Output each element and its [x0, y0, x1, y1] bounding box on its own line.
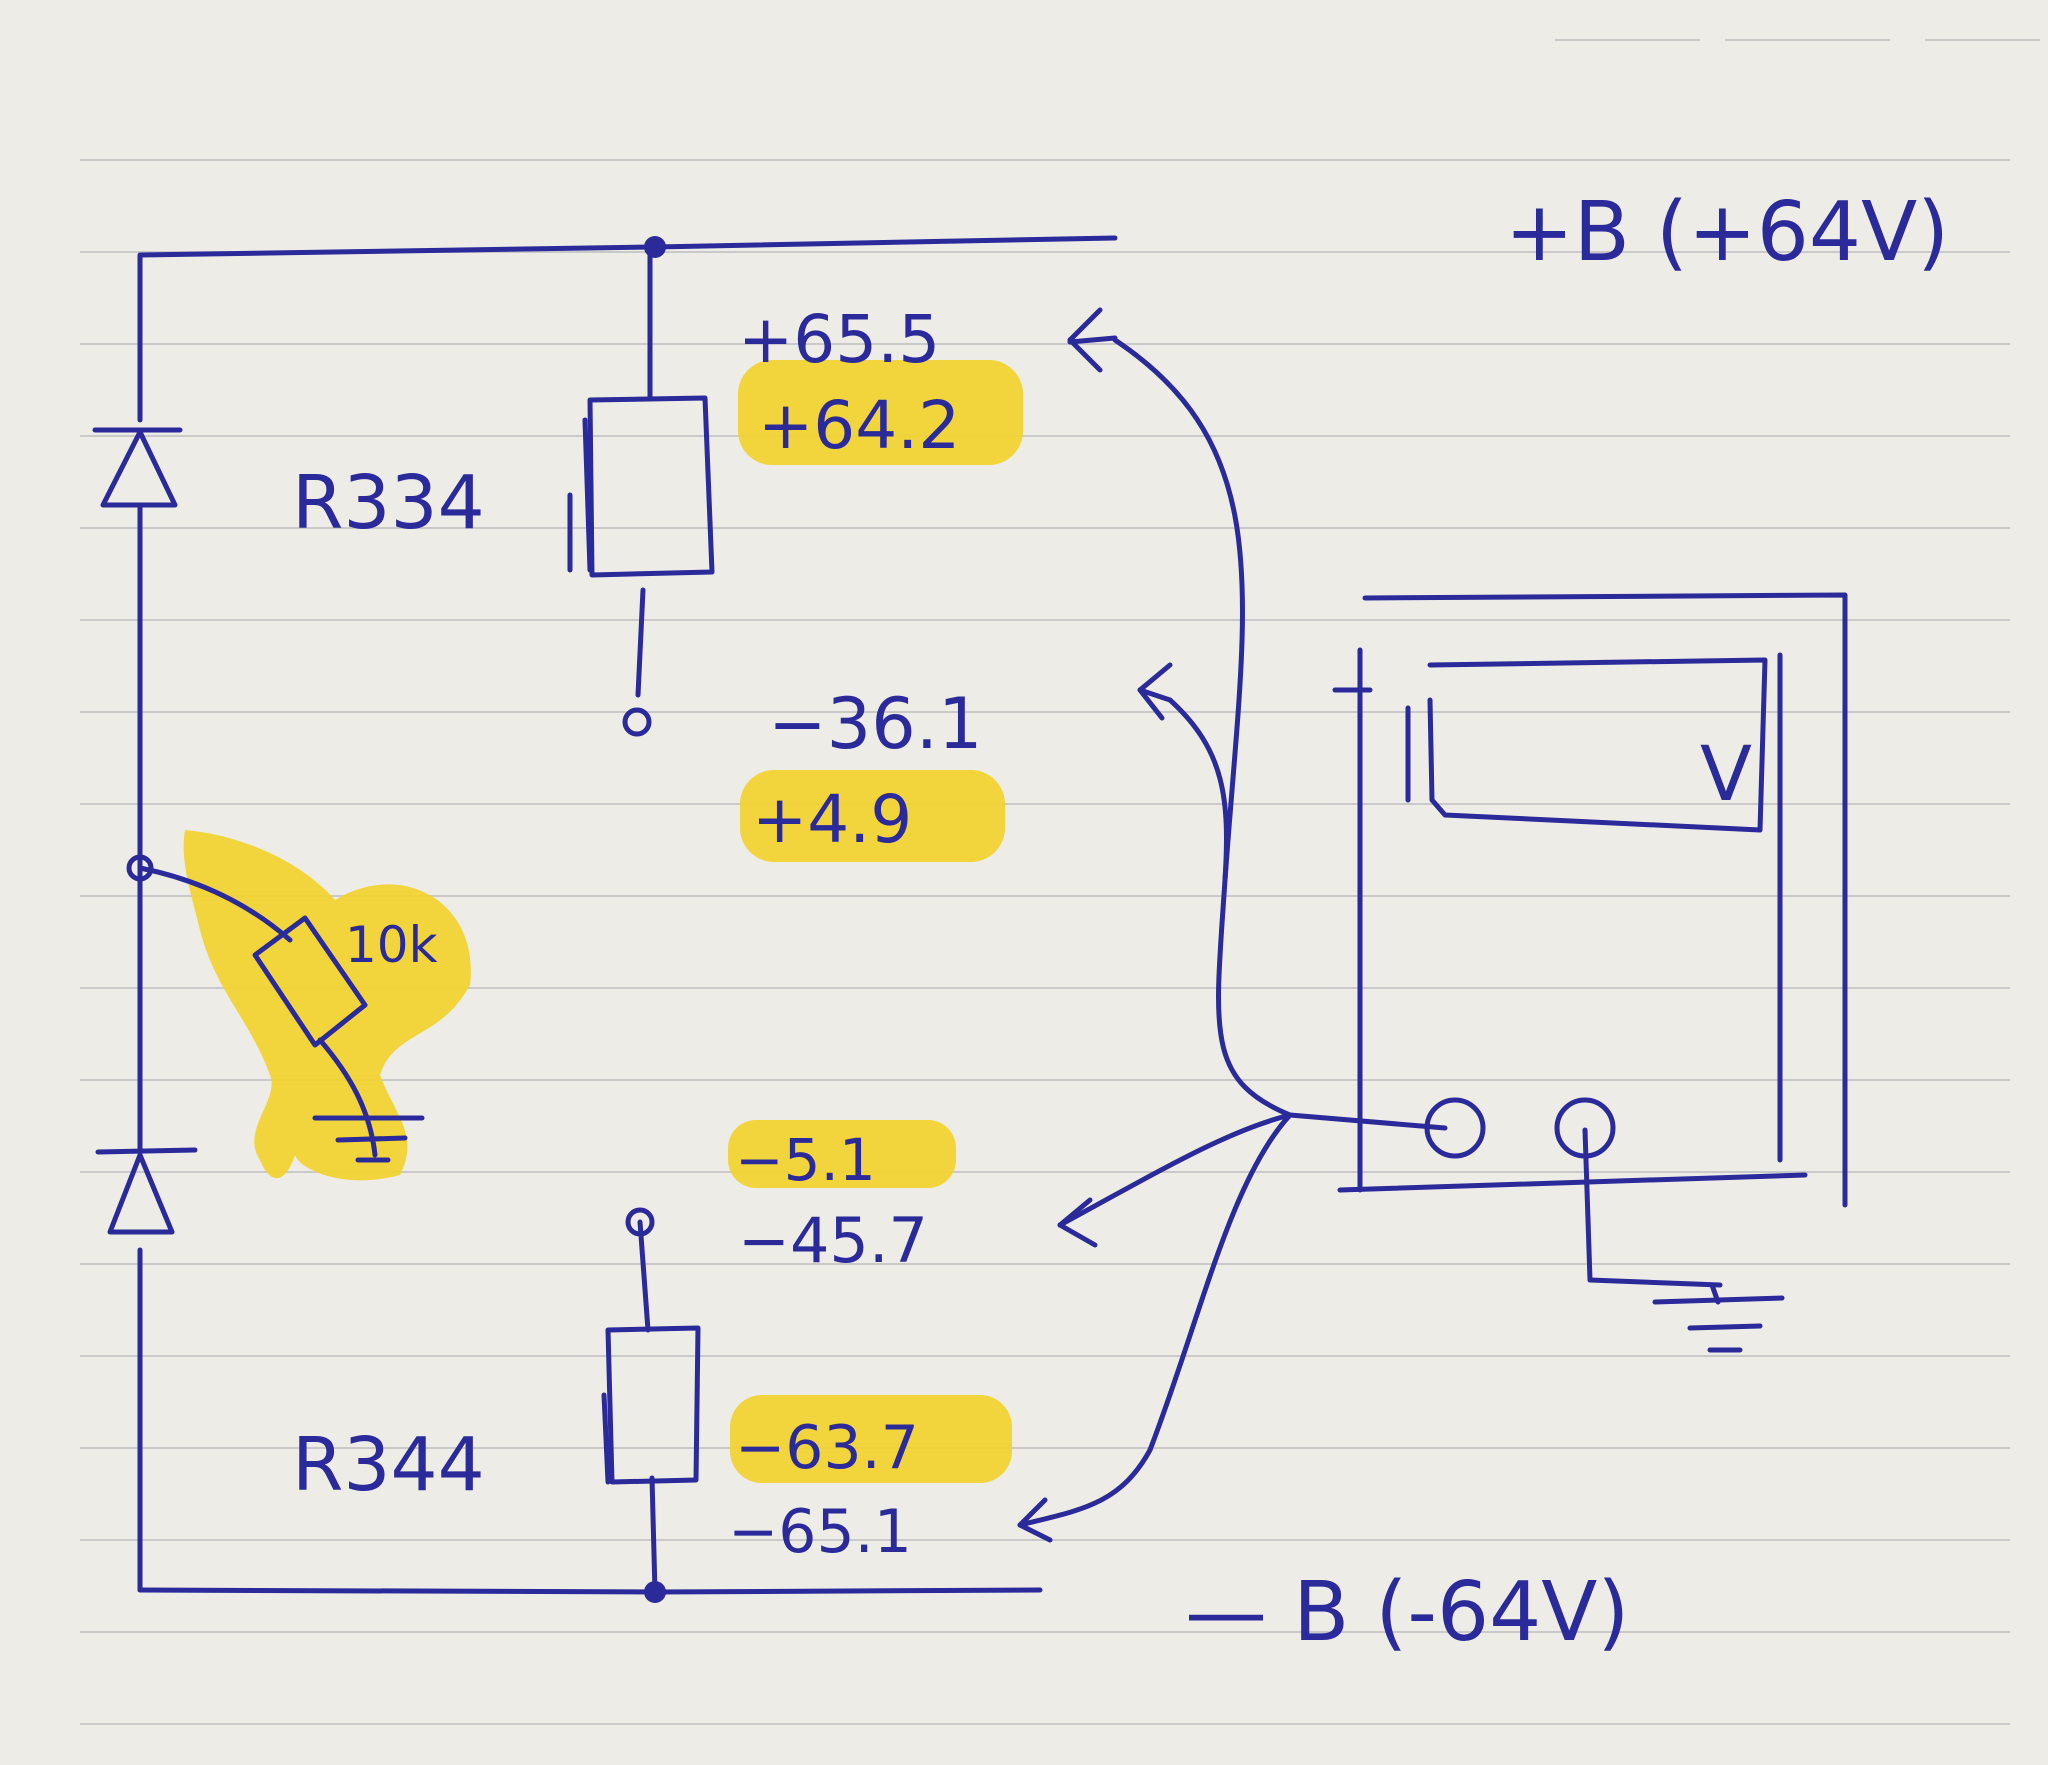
- resistor-r334-symbol: [567, 395, 715, 578]
- meter-case: [1362, 592, 1848, 1208]
- probe-line-4: [1017, 1112, 1293, 1528]
- ruled-lines: [80, 39, 2040, 1725]
- voltmeter: [1332, 592, 1848, 1353]
- reading-r344-top-after: −5.1: [735, 1126, 876, 1194]
- meter-display: [1427, 657, 1768, 833]
- meter-volt-symbol: V: [1700, 729, 1752, 818]
- diode-lower: [95, 1147, 198, 1235]
- reading-r344-bottom-before: −65.1: [728, 1497, 912, 1567]
- probe-line-2: [1167, 697, 1229, 883]
- r344-label: R344: [292, 1422, 485, 1508]
- highlight-pot: [183, 830, 471, 1181]
- reading-r334-top-before: +65.5: [738, 301, 940, 378]
- probe-line-3: [1057, 1112, 1293, 1228]
- probe-lines: [1017, 307, 1448, 1543]
- reading-r334-top-after: +64.2: [758, 387, 960, 464]
- reading-r344-top-before: −45.7: [738, 1204, 928, 1277]
- junction-dots: [126, 236, 666, 1603]
- reading-r334-bottom-before: −36.1: [768, 683, 983, 765]
- reading-r344-bottom-after: −63.7: [735, 1413, 919, 1483]
- diode-upper: [92, 427, 183, 508]
- positive-rail-label: +B (+64V): [1505, 185, 1949, 280]
- reading-r334-bottom-after: +4.9: [752, 781, 912, 858]
- r344-wire-top: [637, 1219, 651, 1333]
- highlight-51: [728, 1120, 956, 1188]
- highlight-49: [740, 770, 1005, 862]
- negative-rail-label: — B (-64V): [1185, 1565, 1629, 1660]
- highlight-637: [730, 1395, 1012, 1483]
- top-rail-wire: [137, 235, 1118, 265]
- highlighter-marks: [183, 360, 1023, 1483]
- pot-label: 10k: [345, 916, 438, 974]
- meter-ground-wire: [1582, 1127, 1723, 1288]
- highlight-642: [738, 360, 1023, 465]
- r344-wire-bottom: [649, 1475, 658, 1595]
- r334-wire-bottom: [635, 587, 646, 698]
- resistor-r344-symbol: [601, 1325, 701, 1485]
- probe-line-1: [1112, 337, 1293, 1118]
- bottom-rail-wire: [137, 1587, 1043, 1595]
- r334-label: R334: [292, 460, 485, 546]
- pot-ground-symbol: [312, 1115, 425, 1163]
